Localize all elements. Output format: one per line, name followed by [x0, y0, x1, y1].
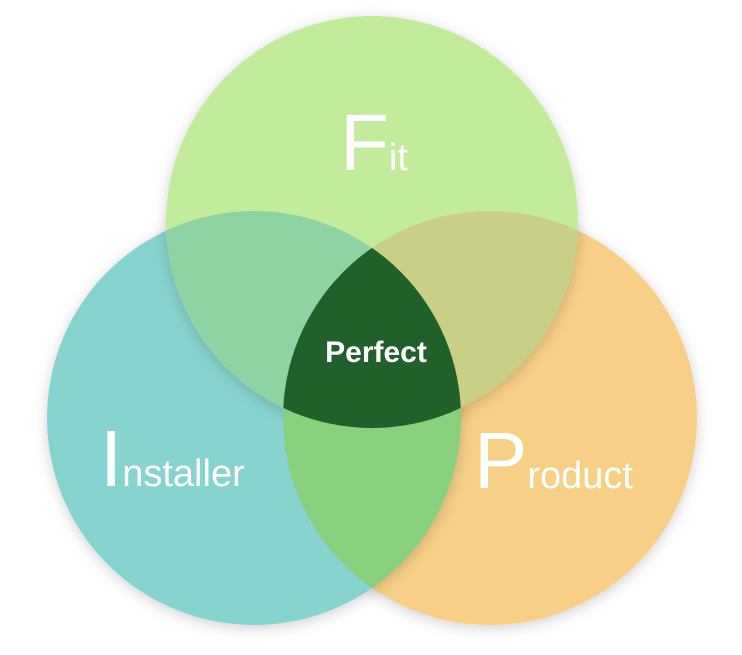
label-product-initial: P [474, 416, 527, 505]
overlap-center [283, 211, 461, 428]
label-installer-initial: I [100, 414, 122, 503]
label-installer-rest: nstaller [122, 453, 245, 495]
label-product-rest: roduct [527, 455, 633, 497]
label-product: Product [474, 416, 633, 505]
label-fit-initial: F [340, 98, 389, 187]
label-installer: Installer [100, 414, 245, 503]
label-fit: Fit [340, 98, 408, 187]
label-fit-rest: it [389, 137, 408, 179]
label-center: Perfect [325, 336, 427, 369]
